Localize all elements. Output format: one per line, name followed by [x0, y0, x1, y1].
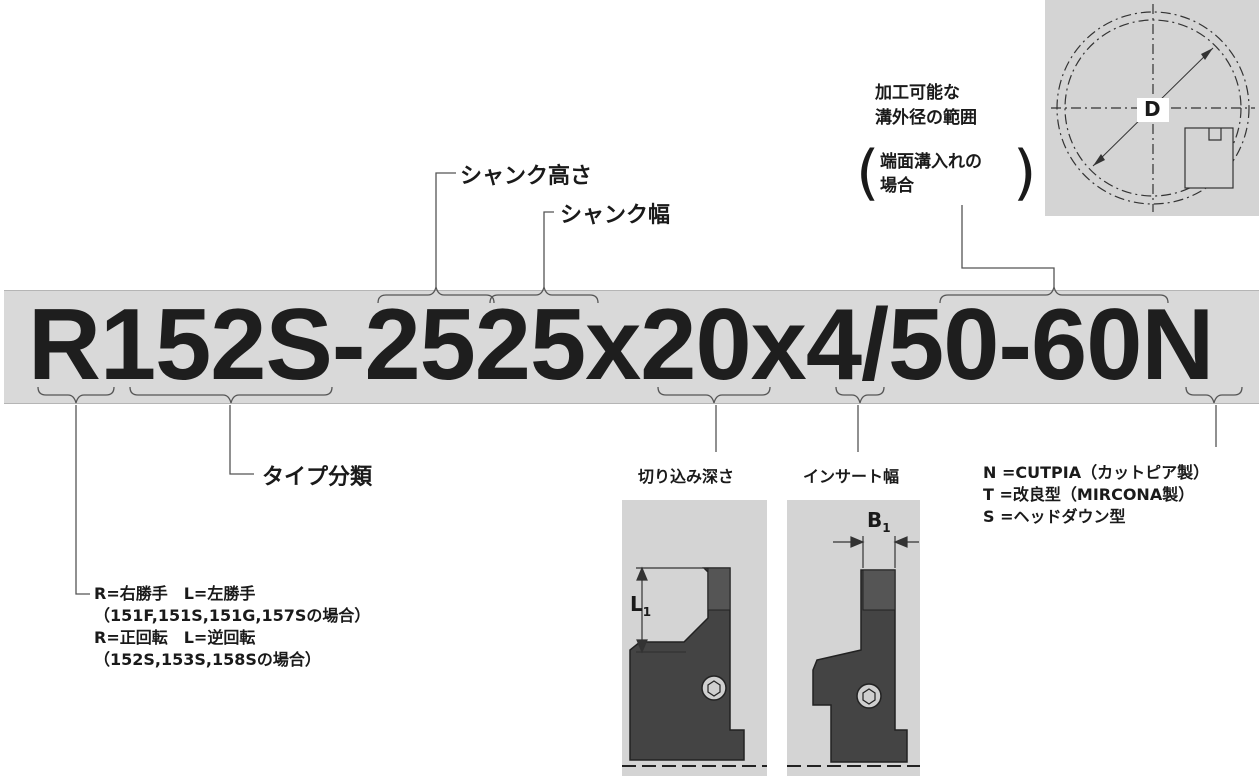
suffix-legend-line: T =改良型（MIRCONA製）	[983, 485, 1195, 504]
brace-shank-height	[377, 286, 495, 304]
leader-shank-height	[435, 172, 456, 287]
shank-width-label: シャンク幅	[560, 203, 671, 228]
leader-hand	[75, 405, 90, 595]
suffix-legend-line: N =CUTPIA（カットピア製）	[983, 463, 1210, 482]
code-band	[4, 290, 1259, 404]
diameter-drawing	[1051, 4, 1255, 212]
leader-groove-range	[961, 205, 1055, 287]
brace-groove-range	[939, 286, 1169, 304]
length-symbol: L	[630, 592, 643, 616]
width-subscript: 1	[882, 521, 891, 535]
tool-body	[812, 569, 908, 763]
diameter-label: D	[1144, 97, 1161, 121]
clamp-screw	[701, 675, 727, 701]
hand-legend-line: （152S,153S,158Sの場合）	[94, 650, 321, 669]
brace-shank-width	[489, 286, 599, 304]
width-symbol: B	[867, 508, 883, 532]
model-code: R152S-2525x20x4/50-60N	[28, 289, 1214, 401]
groove-range-label-line1: 加工可能な	[875, 83, 960, 103]
hand-legend-line: R=右勝手 L=左勝手	[94, 584, 256, 603]
close-paren: )	[1013, 138, 1037, 208]
cut-depth-label: 切り込み深さ	[638, 467, 735, 486]
insert-width-label: インサート幅	[803, 467, 900, 486]
brace-cut-depth	[657, 386, 771, 404]
hand-legend: R=右勝手 L=左勝手 （151F,151S,151G,157Sの場合） R=正…	[94, 583, 370, 671]
shank-height-label: シャンク高さ	[460, 164, 593, 189]
insert-width-drawing	[787, 536, 920, 767]
length-subscript: 1	[642, 605, 652, 619]
insert	[862, 569, 896, 611]
suffix-legend: N =CUTPIA（カットピア製） T =改良型（MIRCONA製） S =ヘッ…	[983, 462, 1209, 528]
length-label: L1	[630, 592, 651, 624]
diameter-figure: D	[1045, 0, 1259, 216]
brace-hand	[37, 386, 115, 404]
face-groove-label-line1: 端面溝入れの	[880, 152, 982, 172]
insert-width-figure: B1	[787, 500, 920, 776]
cut-depth-figure: L1	[622, 500, 767, 776]
brace-insert-width	[835, 386, 885, 404]
hand-legend-line: R=正回転 L=逆回転	[94, 628, 256, 647]
face-groove-label-line2: 場合	[880, 176, 914, 196]
open-paren: (	[856, 138, 880, 208]
brace-suffix	[1185, 386, 1243, 404]
brace-type	[129, 386, 333, 404]
groove-range-label-line2: 溝外径の範囲	[875, 108, 977, 128]
clamp-screw	[856, 683, 882, 709]
cut-depth-drawing	[622, 566, 767, 767]
leader-type	[229, 405, 254, 475]
hand-legend-line: （151F,151S,151G,157Sの場合）	[94, 606, 371, 625]
suffix-legend-line: S =ヘッドダウン型	[983, 507, 1126, 526]
insert	[707, 567, 731, 611]
leader-shank-width	[543, 211, 554, 287]
type-label: タイプ分類	[262, 465, 373, 490]
width-label: B1	[867, 508, 891, 540]
